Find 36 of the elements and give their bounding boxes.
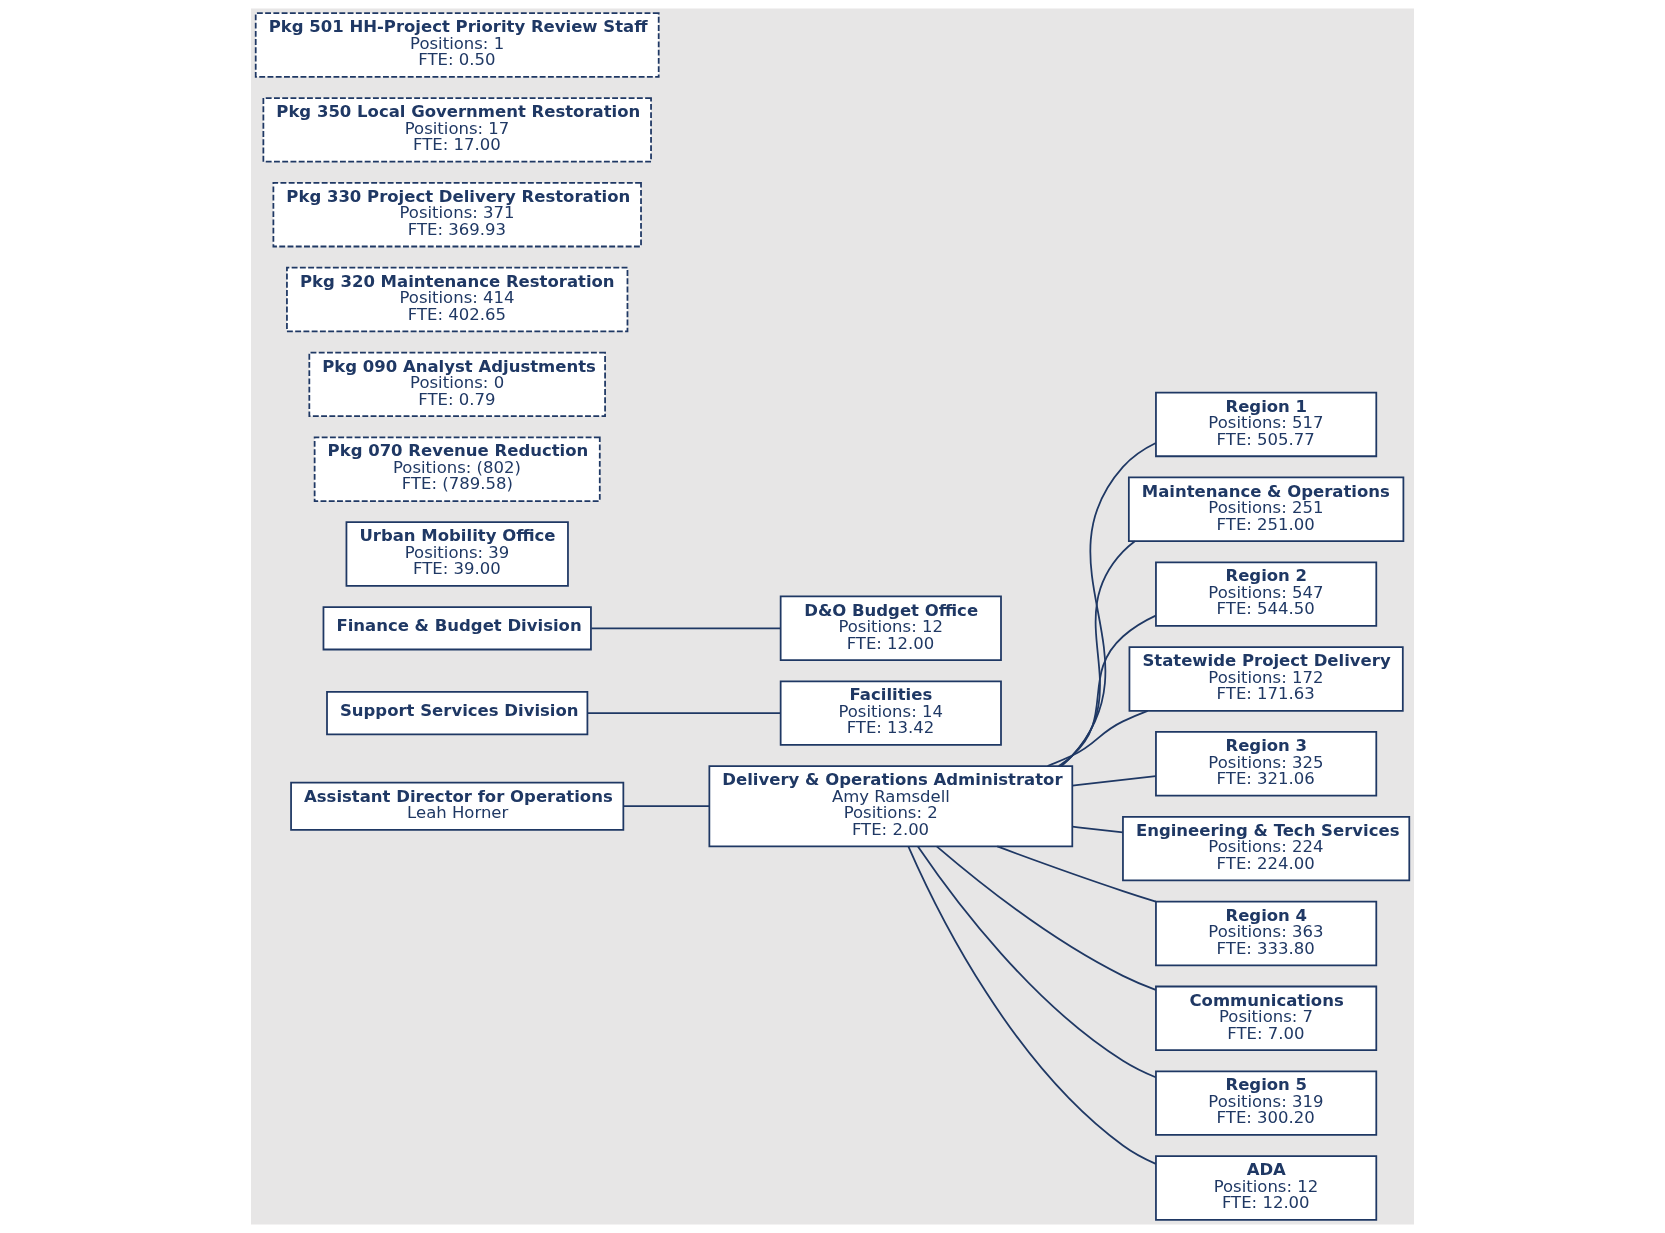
connector (935, 845, 1157, 991)
node-box: Region 5 Positions: 319 FTE: 300.20 (1155, 1070, 1378, 1136)
connector (1071, 825, 1124, 834)
node-box: Region 2 Positions: 547 FTE: 544.50 (1155, 561, 1378, 627)
node-box: Delivery & Operations Administrator Amy Ramsdell Positions: 2 FTE: 2.00 (708, 765, 1074, 848)
node-box: Pkg 320 Maintenance Restoration Positions: 414 FTE: 402.65 (286, 266, 629, 333)
node-box: Pkg 070 Revenue Reduction Positions: (802) FTE: (789.58) (313, 436, 601, 502)
connector (917, 845, 1157, 1079)
connector (1071, 775, 1157, 787)
node-box: Region 1 Positions: 517 FTE: 505.77 (1155, 391, 1378, 458)
connector (996, 845, 1157, 903)
connector (590, 627, 782, 630)
node-box: Pkg 350 Local Government Restoration Positions: 17 FTE: 17.00 (262, 97, 652, 163)
node-box: Finance & Budget Division (322, 606, 592, 651)
connector (622, 805, 711, 808)
node-box: D&O Budget Office Positions: 12 FTE: 12.00 (779, 595, 1002, 661)
node-box: Engineering & Tech Services Positions: 224 FTE: 224.00 (1122, 815, 1411, 882)
node-box: Facilities Positions: 14 FTE: 13.42 (779, 680, 1002, 746)
node-box: Pkg 330 Project Delivery Restoration Positions: 371 FTE: 369.93 (272, 182, 642, 248)
node-box: Statewide Project Delivery Positions: 172 FTE: 171.63 (1128, 646, 1404, 712)
node-box: Pkg 090 Analyst Adjustments Positions: 0 FTE: 0.79 (308, 351, 606, 418)
connector (907, 845, 1157, 1165)
connector (1060, 442, 1157, 767)
connector (1046, 710, 1149, 767)
connector (1057, 614, 1157, 767)
node-box: Maintenance & Operations Positions: 251 FTE: 251.00 (1127, 476, 1405, 542)
node-box: Urban Mobility Office Positions: 39 FTE: 39.00 (345, 521, 569, 587)
node-box: Support Services Division (326, 691, 589, 736)
connector (586, 712, 782, 714)
node-box: Pkg 501 HH-Project Priority Review Staff Positions: 1 FTE: 0.50 (254, 12, 660, 78)
node-box: ADA Positions: 12 FTE: 12.00 (1155, 1155, 1378, 1221)
node-box: Region 4 Positions: 363 FTE: 333.80 (1155, 900, 1378, 967)
node-box: Assistant Director for Operations Leah Horner (290, 781, 625, 831)
connector (1059, 540, 1136, 767)
node-box: Region 3 Positions: 325 FTE: 321.06 (1155, 731, 1378, 797)
node-box: Communications Positions: 7 FTE: 7.00 (1155, 985, 1378, 1051)
